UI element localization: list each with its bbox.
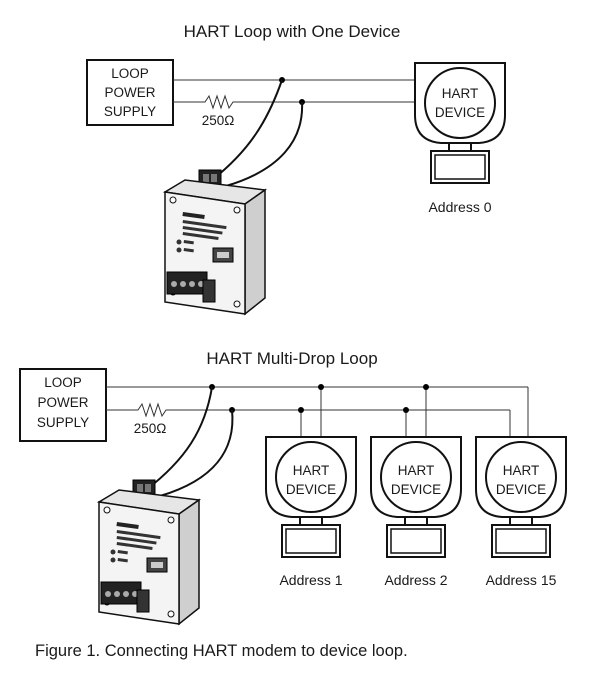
diagram2-hart-modem xyxy=(98,479,200,625)
diagram1-device-line1: HART xyxy=(442,86,479,101)
diagram2-hart-device-2 xyxy=(370,436,462,558)
figure-caption: Figure 1. Connecting HART modem to devic… xyxy=(35,642,408,660)
diagram2-psu-line3: SUPPLY xyxy=(37,415,89,430)
diagram2-device2-address: Address 2 xyxy=(384,572,447,588)
diagram2-device1-line1: HART xyxy=(293,463,330,478)
diagram1-power-supply xyxy=(86,59,174,126)
diagram2-device1-line2: DEVICE xyxy=(286,482,336,497)
diagram2-wire-bottom-resistor xyxy=(106,402,510,418)
diagram2-device1-address: Address 1 xyxy=(279,572,342,588)
diagram2-power-supply xyxy=(19,368,107,442)
diagram1-hart-modem xyxy=(164,169,266,315)
diagram1-device-line2: DEVICE xyxy=(435,105,485,120)
diagram2-psu-line1: LOOP xyxy=(44,375,82,390)
diagram2-resistor-label: 250Ω xyxy=(134,421,167,436)
diagram1-psu-line2: POWER xyxy=(104,85,155,100)
diagram2-psu-line2: POWER xyxy=(37,395,88,410)
diagram1-wire-bottom-resistor xyxy=(173,94,418,110)
diagram1-modem-lead-1 xyxy=(211,79,283,181)
diagram1-resistor-label: 250Ω xyxy=(202,113,235,128)
diagram2-hart-device-3 xyxy=(475,436,567,558)
diagram1-hart-device xyxy=(414,62,506,184)
diagram2-modem-lead-2 xyxy=(159,409,234,497)
diagram2-device3-address: Address 15 xyxy=(486,572,557,588)
diagram2-hart-device-1 xyxy=(265,436,357,558)
diagram2-title: HART Multi-Drop Loop xyxy=(206,349,377,368)
diagram2-device2-line2: DEVICE xyxy=(391,482,441,497)
diagram1-modem-lead-2 xyxy=(225,101,304,187)
diagram2-device3-line1: HART xyxy=(503,463,540,478)
diagram2-device3-line2: DEVICE xyxy=(496,482,546,497)
diagram2-device2-line1: HART xyxy=(398,463,435,478)
diagram1-psu-line1: LOOP xyxy=(111,66,149,81)
diagram1-title: HART Loop with One Device xyxy=(184,22,401,41)
diagram1-psu-line3: SUPPLY xyxy=(104,104,156,119)
diagram1-device-address: Address 0 xyxy=(428,199,491,215)
diagram2-modem-lead-1 xyxy=(145,386,213,491)
